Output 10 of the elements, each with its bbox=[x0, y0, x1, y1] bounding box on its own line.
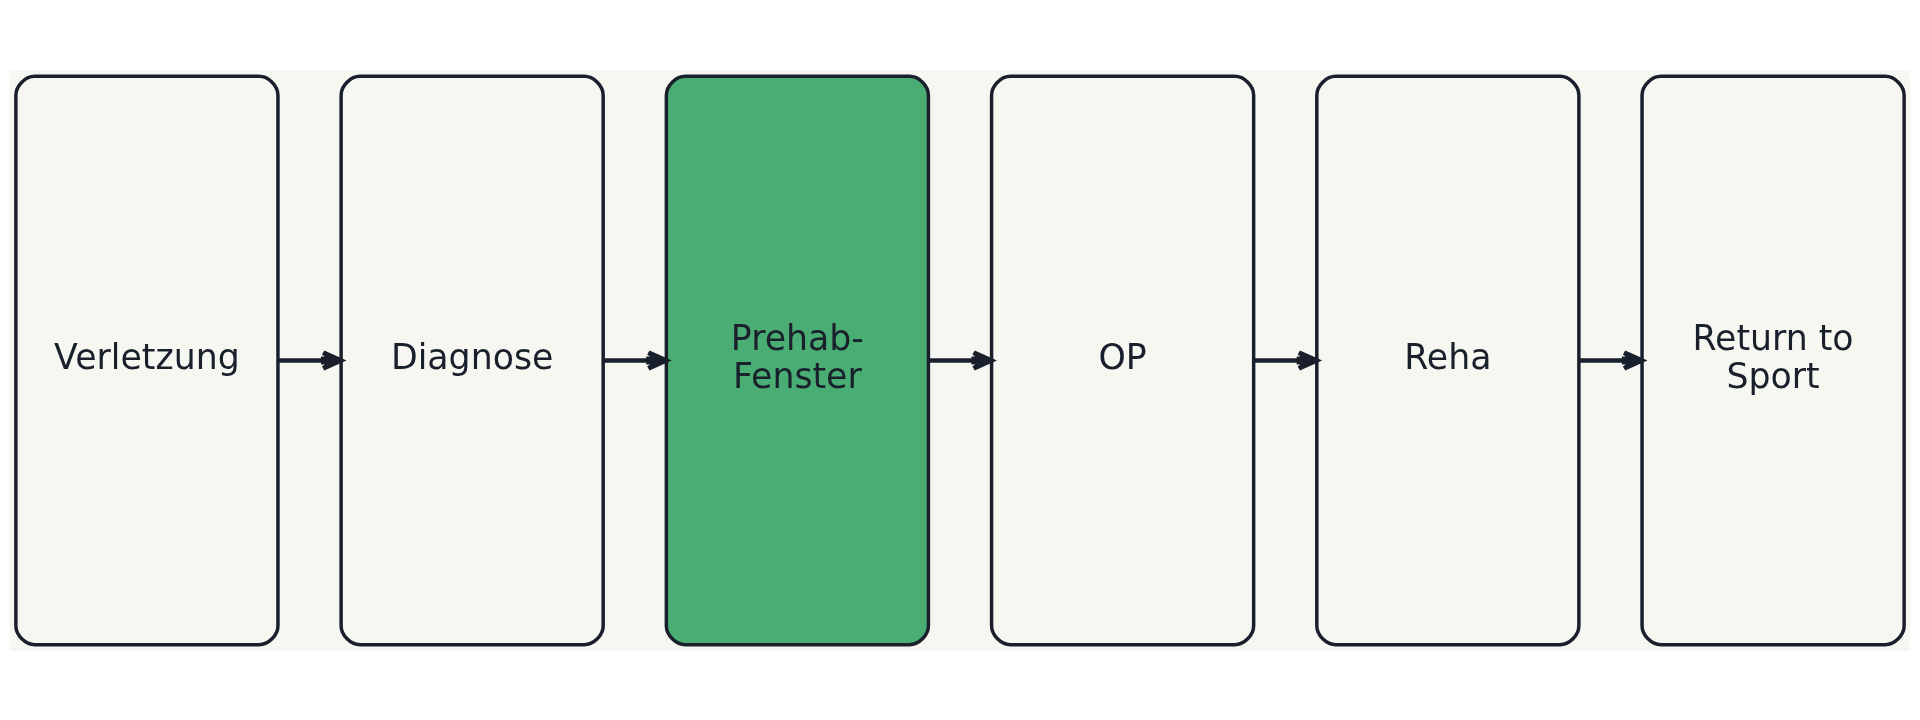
arrow bbox=[278, 349, 344, 371]
node-box: Return to Sport bbox=[1640, 74, 1906, 646]
arrow bbox=[1253, 349, 1319, 371]
arrow bbox=[928, 349, 994, 371]
arrow bbox=[603, 349, 669, 371]
node-box: Diagnose bbox=[339, 74, 605, 646]
node-box: Verletzung bbox=[14, 74, 280, 646]
node-box: Reha bbox=[1315, 74, 1581, 646]
node-box: OP bbox=[989, 74, 1256, 646]
node-box: Prehab-Fenster bbox=[664, 74, 931, 646]
